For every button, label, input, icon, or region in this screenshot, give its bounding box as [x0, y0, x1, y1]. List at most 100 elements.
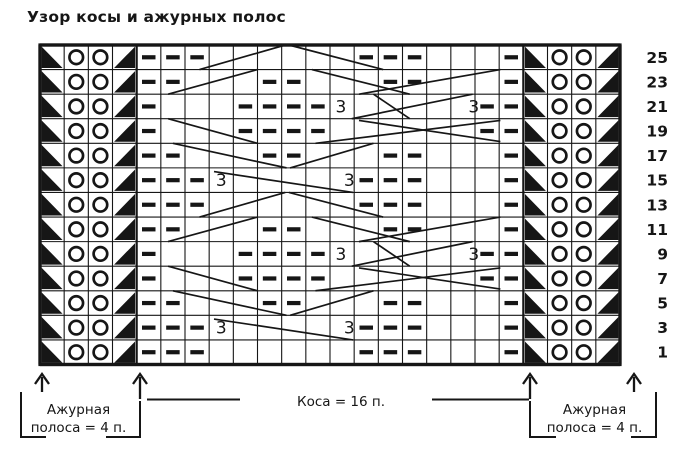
- purl-dash-icon: [166, 178, 180, 183]
- label-openwork-right-line2: полоса = 4 п.: [546, 420, 643, 436]
- purl-dash-icon: [407, 300, 422, 306]
- yarn-over-icon: [92, 344, 109, 361]
- grid-lines: [38, 43, 622, 367]
- yarn-over-icon: [575, 221, 592, 238]
- decrease-right-icon: [597, 120, 619, 142]
- decrease-right-icon: [597, 71, 619, 93]
- cable-cross-line: [351, 93, 473, 120]
- label-openwork-band-left: Ажурная полоса = 4 п.: [16, 401, 141, 437]
- decrease-right-icon: [114, 71, 136, 93]
- decrease-left-icon: [524, 194, 546, 216]
- purl-dash-icon: [359, 202, 374, 207]
- purl-dash-icon: [166, 79, 180, 84]
- decrease-left-icon: [41, 144, 63, 167]
- label-openwork-left-line2: полоса = 4 п.: [30, 420, 127, 436]
- repeat-arrow-icon: [34, 371, 50, 392]
- yarn-over-icon: [551, 49, 568, 66]
- yarn-over-icon: [68, 147, 85, 164]
- decrease-right-icon: [114, 292, 136, 314]
- purl-dash-icon: [504, 202, 519, 207]
- label-cable-width: Коса = 16 п.: [276, 393, 406, 411]
- purl-dash-icon: [287, 227, 301, 232]
- purl-dash-icon: [480, 251, 494, 257]
- yarn-over-icon: [551, 344, 568, 361]
- decrease-left-icon: [41, 194, 63, 216]
- decrease-right-icon: [114, 144, 136, 167]
- yarn-over-icon: [575, 73, 592, 91]
- yarn-over-icon: [551, 73, 568, 91]
- purl-dash-icon: [383, 178, 398, 183]
- decrease-right-icon: [114, 169, 136, 191]
- row-number: 15: [646, 172, 668, 190]
- label-openwork-left-line1: Ажурная: [46, 402, 111, 418]
- purl-dash-icon: [407, 202, 422, 207]
- decrease-left-icon: [524, 144, 546, 167]
- label-openwork-band-right: Ажурная полоса = 4 п.: [532, 401, 657, 437]
- yarn-over-icon: [92, 196, 109, 213]
- purl-dash-icon: [238, 251, 253, 257]
- cable-cross-line: [289, 142, 374, 169]
- purl-dash-icon: [407, 55, 422, 60]
- purl-dash-icon: [142, 350, 156, 355]
- repeat-bracket: [631, 392, 657, 438]
- purl-dash-icon: [504, 325, 519, 330]
- row-number: 5: [657, 295, 668, 313]
- yarn-over-icon: [92, 122, 109, 140]
- purl-dash-icon: [359, 55, 374, 60]
- purl-dash-icon: [142, 153, 156, 158]
- purl-dash-icon: [142, 251, 156, 257]
- yarn-over-icon: [92, 319, 109, 336]
- yarn-over-icon: [92, 172, 109, 189]
- yarn-over-icon: [92, 270, 109, 287]
- purl-dash-icon: [190, 178, 204, 183]
- cable-cross-line: [289, 289, 374, 317]
- cable-cross-line: [199, 44, 286, 71]
- cable-cross-line: [358, 119, 501, 143]
- chart-row-11: 11: [41, 216, 668, 243]
- decrease-left-icon: [41, 120, 63, 142]
- decrease-left-icon: [524, 218, 546, 241]
- decrease-left-icon: [524, 267, 546, 290]
- decrease-left-icon: [41, 169, 63, 191]
- purl-dash-icon: [142, 227, 156, 232]
- purl-dash-icon: [383, 79, 398, 84]
- decrease-left-icon: [41, 243, 63, 265]
- purl-dash-icon: [166, 202, 180, 207]
- decrease-right-icon: [597, 144, 619, 167]
- cable-cross-line: [167, 68, 258, 95]
- cable-cross-line: [288, 44, 384, 71]
- row-number: 21: [646, 98, 668, 116]
- purl-dash-icon: [480, 128, 494, 134]
- yarn-over-icon: [68, 172, 85, 189]
- chart-row-23: 23: [41, 68, 668, 95]
- decrease-right-icon: [114, 194, 136, 216]
- row-number: 25: [646, 49, 668, 67]
- yarn-over-icon: [68, 221, 85, 238]
- gather-three-symbol: 3: [468, 97, 479, 117]
- decrease-left-icon: [41, 71, 63, 93]
- yarn-over-icon: [551, 245, 568, 263]
- gather-three-symbol: 3: [344, 319, 355, 339]
- purl-dash-icon: [407, 350, 422, 355]
- decrease-right-icon: [597, 267, 619, 290]
- decrease-right-icon: [114, 341, 136, 363]
- row-number: 1: [657, 344, 668, 362]
- cable-cross-line: [199, 191, 286, 218]
- purl-dash-icon: [311, 276, 325, 281]
- yarn-over-icon: [92, 49, 109, 66]
- repeat-marks: [20, 371, 657, 438]
- purl-dash-icon: [287, 79, 301, 84]
- decrease-left-icon: [524, 120, 546, 142]
- purl-dash-icon: [238, 276, 253, 281]
- repeat-arrow-icon: [626, 371, 642, 392]
- chart-row-1: 1: [41, 341, 668, 363]
- row-number: 7: [657, 270, 668, 288]
- purl-dash-icon: [407, 325, 422, 330]
- yarn-over-icon: [575, 319, 592, 336]
- purl-dash-icon: [504, 153, 519, 158]
- purl-dash-icon: [480, 104, 494, 109]
- row-number: 13: [646, 196, 668, 214]
